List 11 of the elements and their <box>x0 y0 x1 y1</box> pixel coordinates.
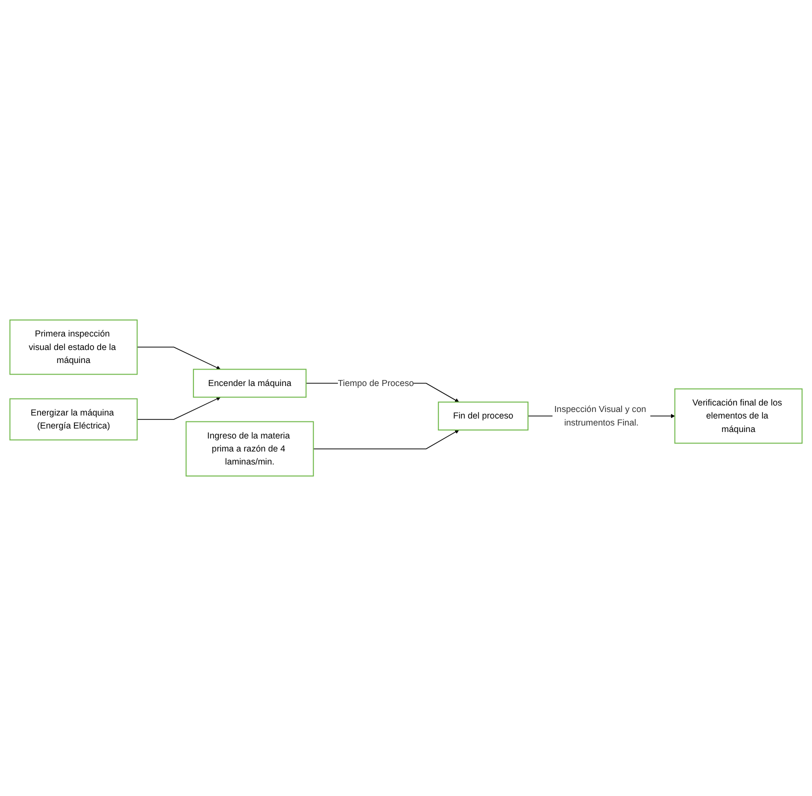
arrow <box>136 396 221 420</box>
node-box: Encender la máquina <box>192 368 307 398</box>
node-box: Verificación final de los elementos de la máquina <box>674 388 803 444</box>
arrow <box>313 430 460 450</box>
edge-label: Tiempo de Proceso <box>338 378 414 388</box>
node-box: Primera inspección visual del estado de la máquina <box>9 320 138 375</box>
node-box: Fin del proceso <box>438 402 528 430</box>
edge-label: Inspección Visual y con instrumentos Final. <box>554 404 646 428</box>
arrow <box>136 346 221 370</box>
node-box: Energizar la máquina (Energía Eléctrica) <box>9 398 138 440</box>
node-box: Ingreso de la materia prima a razón de 4 laminas/min. <box>186 421 314 476</box>
